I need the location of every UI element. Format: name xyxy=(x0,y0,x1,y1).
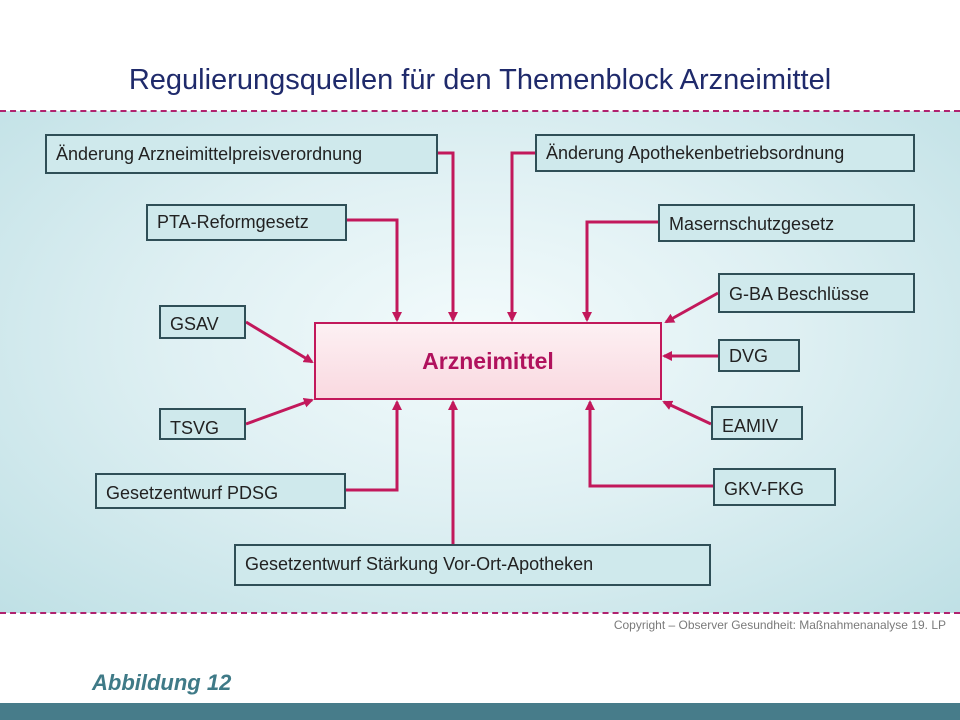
arrow-gsav xyxy=(245,320,314,364)
box-eamiv: EAMIV xyxy=(711,406,803,440)
arrow-apbetro xyxy=(507,151,535,322)
bottom-dashed-divider xyxy=(0,612,960,614)
box-gsav: GSAV xyxy=(159,305,246,339)
box-tsvg: TSVG xyxy=(159,408,246,440)
box-apbetro: Änderung Apothekenbetriebsordnung xyxy=(535,134,915,172)
arrow-pdsg xyxy=(346,400,402,492)
slide-title: Regulierungsquellen für den Themenblock … xyxy=(128,64,832,96)
arrow-eamiv xyxy=(662,400,712,426)
arrow-gkvfkg xyxy=(585,400,713,488)
arrow-tsvg xyxy=(245,398,314,426)
center-node-arzneimittel: Arzneimittel xyxy=(314,322,662,400)
box-masern: Masernschutzgesetz xyxy=(658,204,915,242)
arrow-masern xyxy=(582,220,658,322)
box-pta: PTA-Reformgesetz xyxy=(146,204,347,241)
footer-bar xyxy=(0,703,960,720)
arrow-amprv xyxy=(438,151,458,322)
arrow-gba xyxy=(664,291,719,324)
box-pdsg: Gesetzentwurf PDSG xyxy=(95,473,346,509)
box-amprv: Änderung Arzneimittelpreisverordnung xyxy=(45,134,438,174)
box-dvg: DVG xyxy=(718,339,800,372)
box-vorort: Gesetzentwurf Stärkung Vor-Ort-Apotheken xyxy=(234,544,711,586)
copyright-note: Copyright – Observer Gesundheit: Maßnahm… xyxy=(613,618,946,632)
figure-caption: Abbildung 12 xyxy=(92,670,232,695)
box-gkvfkg: GKV-FKG xyxy=(713,468,836,506)
top-dashed-divider xyxy=(0,110,960,112)
arrow-pta xyxy=(347,218,402,322)
box-gba: G-BA Beschlüsse xyxy=(718,273,915,313)
